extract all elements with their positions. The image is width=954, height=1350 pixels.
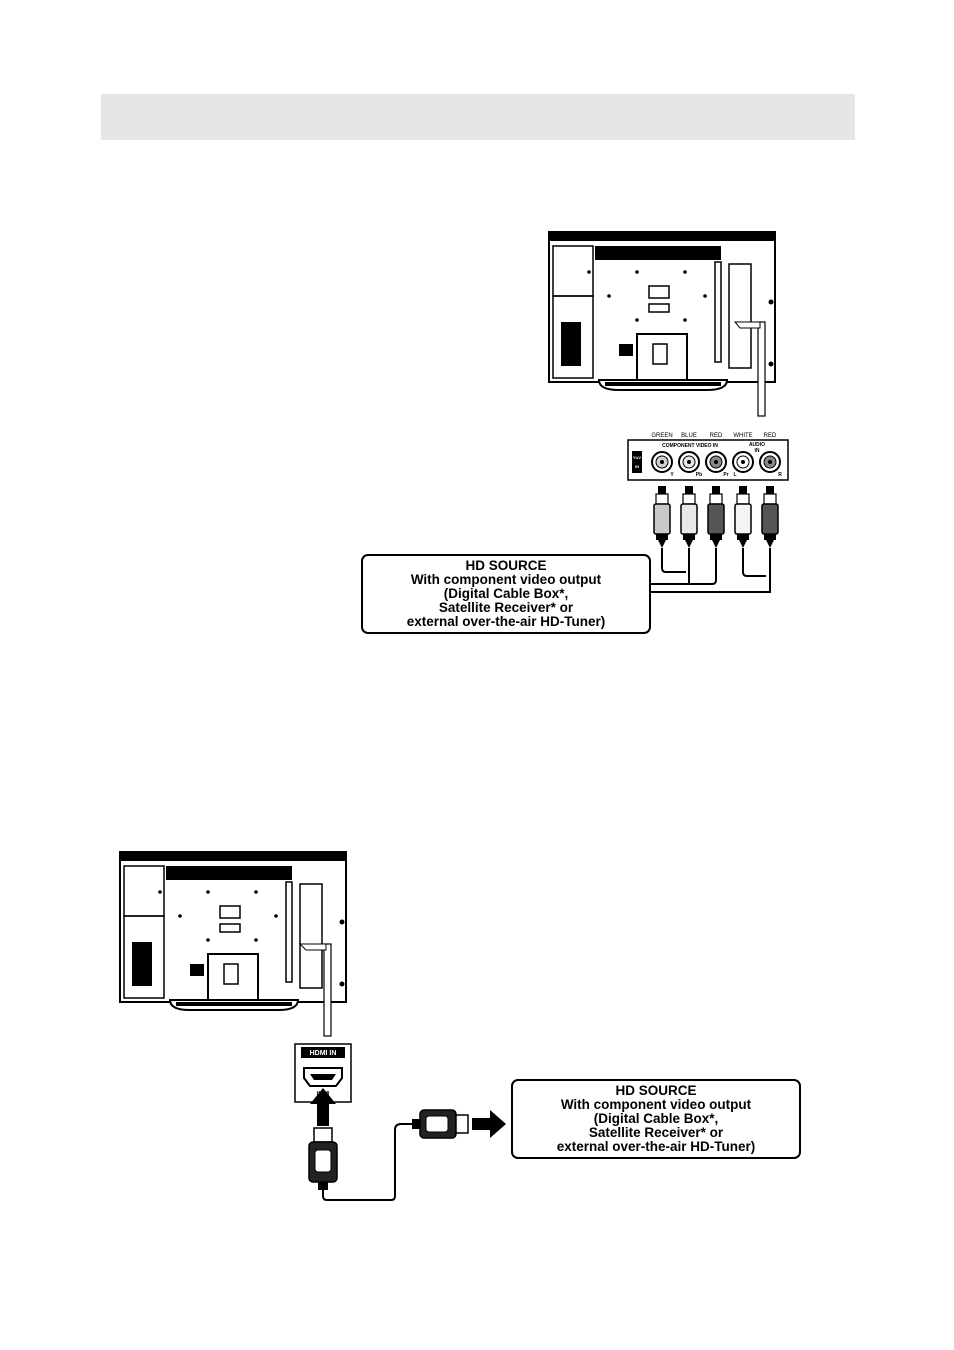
- hd-source-title-1: HD SOURCE: [465, 558, 546, 573]
- color-label-red: RED: [710, 433, 723, 439]
- hdmi-cable: [322, 1123, 414, 1201]
- component-panel: GREEN BLUE RED WHITE RED YUV IN COMPONEN…: [627, 433, 789, 481]
- hd-source-line-1-5: external over-the-air HD-Tuner): [407, 614, 606, 629]
- jack-label-l: L: [733, 472, 736, 478]
- hdmi-plug-horizontal: [412, 1109, 469, 1139]
- jack-l: [732, 451, 754, 473]
- jack-y: [651, 451, 673, 473]
- jack-pb: [678, 451, 700, 473]
- hd-source-line-1-4: Satellite Receiver* or: [439, 600, 574, 615]
- jack-label-pb: Pb: [696, 472, 702, 478]
- audio-label: AUDIO: [749, 442, 765, 448]
- hd-source-line-2-5: external over-the-air HD-Tuner): [557, 1139, 756, 1154]
- hd-source-box-1: HD SOURCE With component video output (D…: [361, 554, 651, 634]
- hd-source-box-2: HD SOURCE With component video output (D…: [511, 1079, 801, 1159]
- tv-back-hdmi: [119, 851, 347, 1011]
- hd-source-line-2-3: (Digital Cable Box*,: [594, 1111, 719, 1126]
- rca-plug-red: [707, 485, 725, 549]
- jack-r: [759, 451, 781, 473]
- yuv-in-label: IN: [635, 464, 639, 469]
- hd-source-line-1-3: (Digital Cable Box*,: [444, 586, 569, 601]
- jack-label-pr: Pr: [723, 472, 728, 478]
- color-label-blue: BLUE: [681, 433, 697, 439]
- color-label-white: WHITE: [733, 433, 752, 439]
- audio-in-label: IN: [755, 448, 760, 454]
- color-label-red-2: RED: [764, 433, 777, 439]
- right-arrow-icon: [472, 1110, 506, 1138]
- hd-source-line-2-4: Satellite Receiver* or: [589, 1125, 724, 1140]
- rca-plug-white: [734, 485, 752, 549]
- connection-line: [757, 321, 766, 417]
- hd-source-title-2: HD SOURCE: [615, 1083, 696, 1098]
- yuv-label: YUV: [633, 455, 642, 460]
- component-cables: [650, 548, 771, 593]
- rca-plug-red-2: [761, 485, 779, 549]
- component-video-label: COMPONENT VIDEO IN: [662, 443, 718, 449]
- color-label-green: GREEN: [651, 433, 672, 439]
- tv-back-component: [548, 231, 776, 391]
- jack-label-r: R: [778, 472, 782, 478]
- up-arrow-icon: [310, 1088, 336, 1126]
- rca-plug-green: [653, 485, 671, 549]
- hd-source-line-2-2: With component video output: [561, 1097, 752, 1112]
- hdmi-in-label: HDMI IN: [310, 1050, 337, 1057]
- hdmi-plug-vertical: [308, 1127, 338, 1190]
- rca-plug-blue: [680, 485, 698, 549]
- jack-pr: [705, 451, 727, 473]
- hd-source-line-1-2: With component video output: [411, 572, 602, 587]
- jack-label-y: Y: [670, 472, 674, 478]
- hdmi-connection-line: [323, 943, 332, 1037]
- header-bar: [101, 94, 855, 140]
